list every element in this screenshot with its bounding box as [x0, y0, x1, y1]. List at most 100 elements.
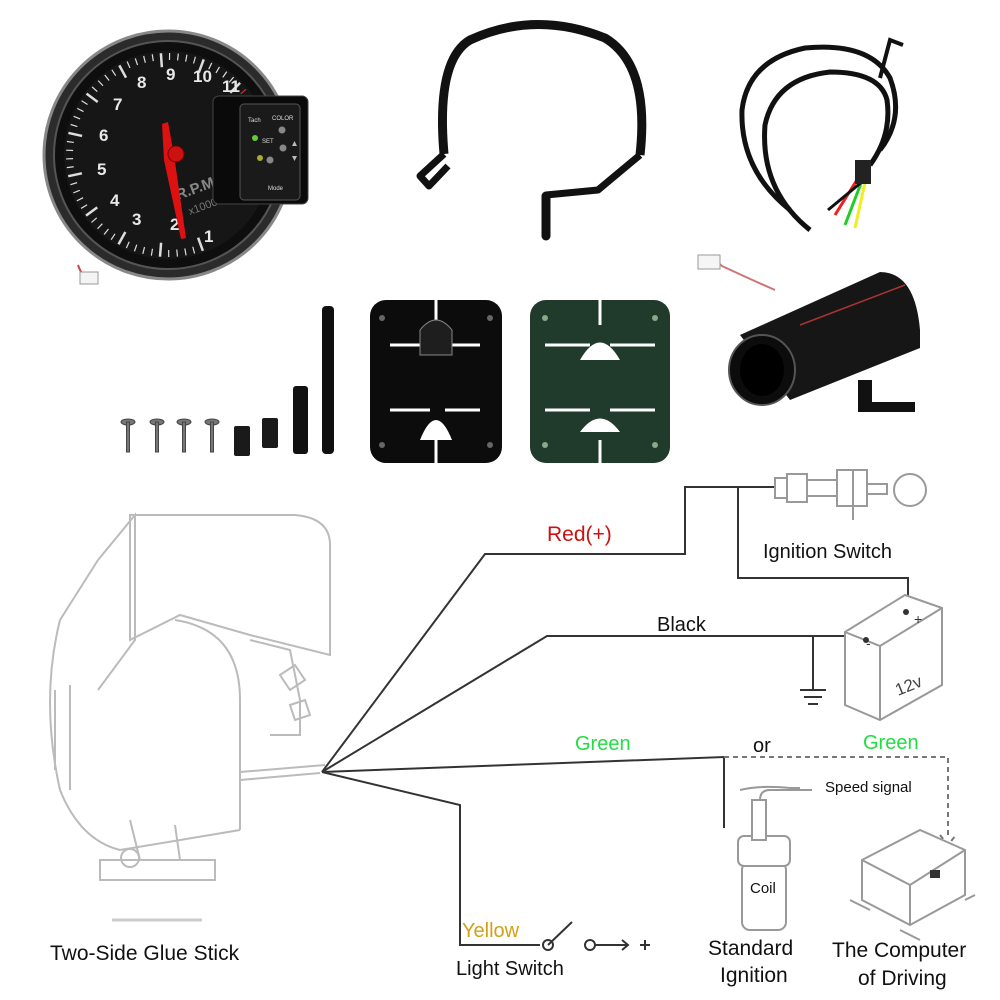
standard-ignition-label-line1: Standard	[708, 937, 793, 960]
panel-button[interactable]	[278, 126, 286, 134]
gauge-tick	[176, 249, 179, 257]
panel-set-label: SET	[262, 139, 274, 145]
coil-icon	[737, 785, 812, 931]
gauge-tick	[229, 81, 242, 94]
gauge-tick	[97, 80, 104, 87]
gauge-tick	[97, 223, 103, 230]
gauge-tick	[185, 54, 188, 62]
gauge-tick	[184, 248, 187, 256]
computer-icon	[849, 828, 976, 941]
gauge-tick	[77, 107, 84, 113]
gauge-tick	[73, 115, 81, 120]
gauge-tick	[125, 241, 130, 249]
gauge-tick	[196, 237, 205, 252]
gauge-connector	[79, 271, 99, 285]
black-wire-label: Black	[657, 614, 707, 636]
gauge-tick	[80, 204, 88, 209]
yellow-wire-label: Yellow	[462, 920, 520, 942]
light-switch-label: Light Switch	[456, 958, 564, 980]
gauge-tick	[104, 74, 110, 81]
green-wire-label-alt: Green	[863, 732, 919, 754]
dial-number: 2	[170, 215, 179, 234]
green-gasket	[530, 300, 670, 463]
red-wire	[321, 486, 775, 773]
mounting-bracket	[416, 20, 647, 241]
needle-hub	[167, 145, 185, 163]
gauge-tick	[76, 197, 84, 202]
standard-ignition-label-line2: Ignition	[720, 964, 788, 987]
dial-number: 7	[113, 95, 122, 114]
gauge-housing-cup	[697, 254, 920, 412]
gauge-tick	[240, 88, 247, 95]
panel-button[interactable]	[279, 144, 287, 152]
gauge-tick	[118, 64, 128, 79]
gauge-tick	[73, 189, 81, 194]
yellow-wire	[321, 771, 540, 946]
gauge-tick	[91, 86, 98, 93]
gauge-tick	[151, 54, 154, 62]
gauge-tick	[67, 172, 83, 178]
panel-tach-label: Tach	[248, 118, 261, 124]
rubber-spacer	[293, 386, 308, 454]
glue-stick-label: Two-Side Glue Stick	[50, 942, 240, 965]
gauge-tick	[133, 244, 138, 252]
green-wire	[321, 755, 725, 828]
gauge-tick	[91, 217, 98, 223]
gauge-tick	[192, 56, 197, 64]
dial-number: 1	[204, 227, 213, 246]
gauge-side-outline	[49, 512, 331, 881]
or-label: or	[753, 735, 771, 757]
gauge-tick	[208, 62, 213, 70]
light-switch-icon	[542, 921, 650, 951]
gauge-tick	[111, 69, 117, 77]
panel-led	[257, 155, 263, 161]
dial-number: 6	[99, 126, 108, 145]
gauge-tick	[215, 66, 220, 74]
gauge-numbers: 1 2 3 4 5 6 7 8 9 10 11	[97, 65, 240, 246]
up-arrow-icon	[292, 141, 297, 146]
ground-icon	[800, 689, 826, 705]
gauge-tick	[159, 53, 164, 68]
panel-mode-label: Mode	[268, 186, 284, 192]
red-wire-label: Red(+)	[547, 523, 612, 546]
gauge-tick	[70, 182, 78, 186]
gauge-tick	[177, 53, 179, 61]
gauge-tick	[103, 228, 109, 235]
screws	[120, 418, 220, 453]
computer-label-line1: The Computer	[832, 939, 966, 962]
battery-icon: - +	[844, 593, 943, 722]
gauge-tick	[142, 246, 146, 254]
gauge-tick	[126, 61, 131, 69]
gauge-tick	[68, 131, 83, 138]
dial-number: 9	[166, 65, 175, 84]
gauge-tick	[197, 59, 205, 74]
wiring-harness	[739, 37, 904, 232]
dial-number: 8	[137, 73, 146, 92]
gauge-tick	[85, 92, 99, 104]
black-gasket	[370, 300, 502, 463]
dial-number: 3	[132, 210, 141, 229]
dial-number: 11	[222, 77, 240, 96]
screw-caps	[234, 418, 278, 456]
panel-button[interactable]	[266, 156, 274, 164]
gauge-tick	[66, 140, 74, 144]
gauge-tick	[228, 76, 235, 83]
dial-number: 10	[193, 67, 212, 86]
gauge-tick	[110, 233, 116, 240]
down-arrow-icon	[292, 156, 297, 161]
black-wire	[321, 635, 845, 773]
gauge-control-panel: Tach COLOR SET Mode	[212, 95, 309, 205]
gauge-tick	[192, 246, 196, 254]
svg-text:+: +	[914, 611, 922, 627]
dial-number: 4	[110, 191, 120, 210]
panel-color-label: COLOR	[272, 116, 294, 122]
gauge-tick	[150, 248, 154, 256]
gauge-tick	[134, 58, 139, 66]
ignition-switch-icon	[774, 469, 927, 520]
glue-stick-rod	[322, 306, 334, 454]
svg-text:-: -	[866, 635, 871, 651]
panel-led	[252, 135, 258, 141]
gauge-tick	[143, 55, 146, 63]
gauge-tick	[222, 71, 228, 78]
